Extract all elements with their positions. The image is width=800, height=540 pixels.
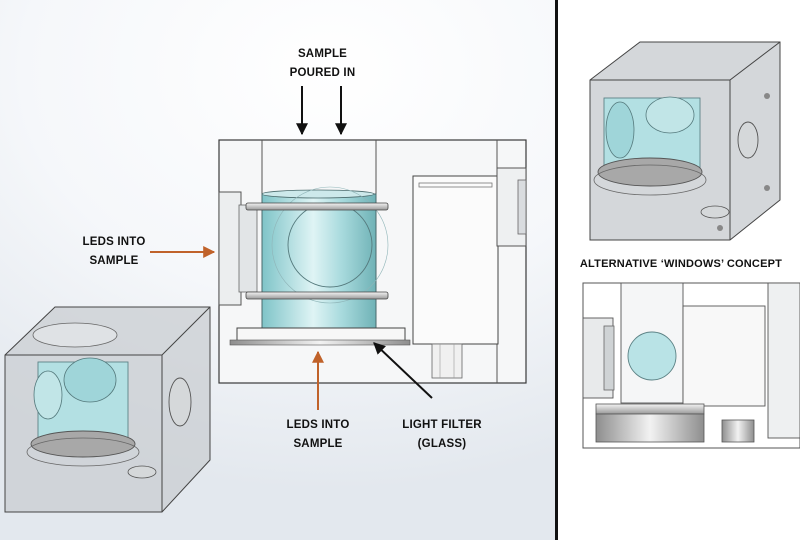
label-leds-into-sample-bottom: LEDS INTO SAMPLE bbox=[286, 419, 350, 450]
label-light-filter: LIGHT FILTER (GLASS) bbox=[402, 419, 482, 450]
annotation-arrows bbox=[150, 86, 433, 410]
panel-divider bbox=[555, 0, 558, 540]
center-section-view bbox=[218, 139, 527, 384]
alt-concept-section-view bbox=[582, 282, 800, 449]
iso-view-top-right bbox=[589, 41, 781, 241]
label-alternative-concept: ALTERNATIVE ‘WINDOWS’ CONCEPT bbox=[579, 258, 783, 270]
arrow-light-filter bbox=[373, 342, 433, 399]
label-sample-poured-in: SAMPLE POURED IN bbox=[289, 48, 356, 79]
label-leds-into-sample-left: LEDS INTO SAMPLE bbox=[82, 236, 146, 267]
iso-view-bottom-left bbox=[4, 306, 211, 513]
